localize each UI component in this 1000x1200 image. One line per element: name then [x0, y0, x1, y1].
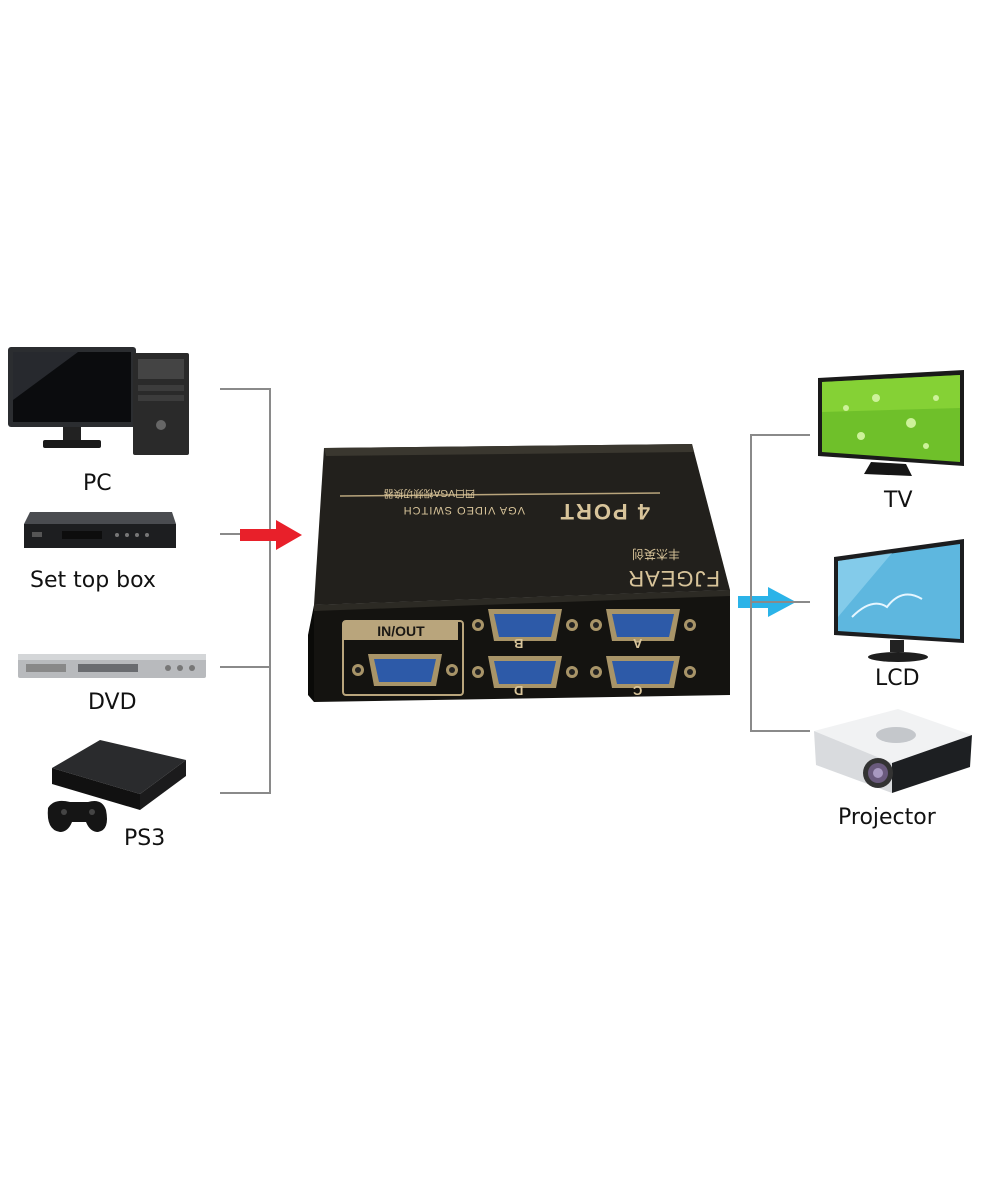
in-out-label: IN/OUT	[377, 623, 425, 639]
projector-icon	[814, 709, 972, 793]
subtitle-text: VGA VIDEO SWITCH	[402, 504, 525, 516]
vga-port-a[interactable]	[588, 605, 698, 645]
subtitle-cn-text: 四口VGA视频切换器	[383, 487, 475, 498]
ps3-console-icon	[47, 740, 186, 832]
input-label-ps3: PS3	[124, 826, 166, 851]
output-bracket-tv	[750, 434, 810, 436]
brand-label: FJGEAR	[590, 565, 720, 591]
input-label-set-top-box: Set top box	[30, 568, 156, 593]
model-label: 4 PORT	[530, 498, 650, 524]
port-label-a: A	[633, 636, 643, 651]
port-label-c: C	[633, 683, 643, 698]
in-out-tab	[344, 622, 458, 640]
output-bracket-lcd	[750, 601, 810, 603]
port-label-b: B	[514, 636, 524, 651]
pc-icon	[8, 347, 189, 455]
input-bracket-pc	[220, 388, 270, 390]
port-label-d: D	[514, 683, 524, 698]
output-label-projector: Projector	[838, 805, 936, 830]
vga-port-b[interactable]	[470, 605, 580, 645]
dvd-player-icon	[18, 654, 206, 678]
input-bracket-dvd	[220, 666, 270, 668]
input-bracket-ps3	[220, 792, 270, 794]
in-out-panel	[342, 620, 464, 696]
output-label-lcd: LCD	[875, 666, 920, 691]
brand-cn-text: 丰杰英创	[631, 547, 680, 561]
tv-icon	[818, 370, 964, 476]
output-label-tv: TV	[884, 488, 913, 513]
input-bracket-vertical	[269, 388, 271, 794]
output-bracket-vertical	[750, 434, 752, 732]
brand-cn-label: 丰杰英创	[600, 546, 680, 565]
model-text: 4 PORT	[558, 499, 650, 524]
output-bracket-projector	[750, 730, 810, 732]
subtitle-label: VGA VIDEO SWITCH	[350, 503, 525, 522]
lcd-monitor-icon	[834, 539, 964, 662]
vga-port-in-out[interactable]	[350, 650, 460, 690]
vga-port-c[interactable]	[588, 652, 698, 692]
set-top-box-icon	[24, 512, 176, 548]
input-label-pc: PC	[83, 471, 112, 496]
input-arrow-icon	[240, 520, 302, 550]
subtitle-cn-label: 四口VGA视频切换器	[345, 486, 475, 505]
vga-port-d[interactable]	[470, 652, 580, 692]
brand-text: FJGEAR	[627, 566, 720, 591]
input-label-dvd: DVD	[88, 690, 137, 715]
